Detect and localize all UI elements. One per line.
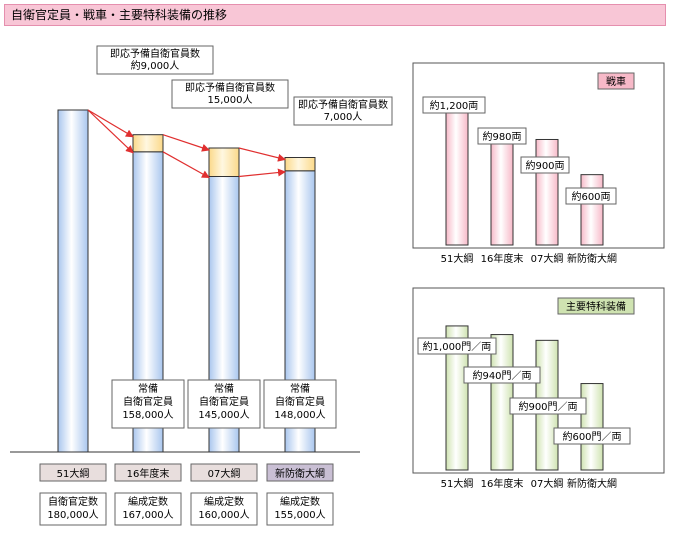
period-label: 16年度末 [127,467,170,480]
regular-personnel-callout [111,379,185,429]
tanks-value-callout [422,96,486,114]
tanks-bar [535,138,559,246]
personnel-bar-ready [132,134,164,153]
regular-personnel-callout [263,379,337,429]
personnel-bar-regular [57,109,89,453]
period-label: 07大綱 [208,467,241,480]
tanks-value-callout [477,127,527,145]
artillery-legend-box [557,297,635,315]
regular-personnel-callout [187,379,261,429]
ready-reserve-callout [293,96,393,126]
period-label: 51大綱 [57,467,90,480]
artillery-value-callout [417,337,497,355]
tanks-value-label: 約1,200両 [430,99,479,112]
period-label-box [114,463,182,482]
period-label-box [190,463,258,482]
artillery-category-label: 51大綱 [441,477,474,490]
tanks-category-label: 51大綱 [441,252,474,265]
artillery-value-callout [463,366,541,384]
artillery-value-callout [553,427,631,445]
tanks-legend-label: 戦車 [606,75,626,88]
transition-arrow [162,151,210,179]
authorized-strength-box [266,492,334,526]
tanks-legend-box [597,72,635,90]
artillery-value-label: 約900門／両 [518,400,577,413]
page-title: 自衛官定員・戦車・主要特科装備の推移 [4,4,666,26]
tanks-category-label: 07大綱 [531,252,564,265]
tanks-value-label: 約600両 [571,190,610,203]
transition-arrow [238,147,286,162]
tanks-bar [580,174,604,246]
artillery-value-label: 約600門／両 [562,430,621,443]
authorized-strength-box [190,492,258,526]
artillery-category-label: 07大綱 [531,477,564,490]
authorized-strength-box [39,492,107,526]
tanks-value-label: 約980両 [482,130,521,143]
transition-arrow [238,168,286,178]
transition-arrow [87,109,134,138]
artillery-category-label: 新防衛大綱 [567,477,617,490]
tanks-category-label: 16年度末 [481,252,524,265]
tanks-value-label: 約900両 [525,159,564,172]
ready-reserve-label: 即応予備自衛官員数約9,000人 [110,47,200,72]
ready-reserve-callout [171,79,289,109]
artillery-bar [580,383,604,471]
artillery-bar [445,325,469,471]
ready-reserve-callout [96,45,214,75]
period-label-box [39,463,107,482]
transition-arrow [162,134,210,152]
tanks-bar [445,103,469,246]
artillery-value-label: 約940門／両 [472,369,531,382]
tanks-bar [490,129,514,246]
personnel-bar-ready [208,147,240,177]
authorized-strength-box [114,492,182,526]
tanks-value-callout [520,156,570,174]
period-label: 新防衛大綱 [275,467,325,480]
artillery-value-callout [509,397,587,415]
artillery-legend-label: 主要特科装備 [566,300,626,313]
transition-arrow [87,109,134,154]
personnel-bar-ready [284,157,316,172]
artillery-category-label: 16年度末 [481,477,524,490]
tanks-value-callout [565,187,617,205]
tanks-category-label: 新防衛大綱 [567,252,617,265]
period-label-box [266,463,334,482]
artillery-value-label: 約1,000門／両 [423,340,492,353]
